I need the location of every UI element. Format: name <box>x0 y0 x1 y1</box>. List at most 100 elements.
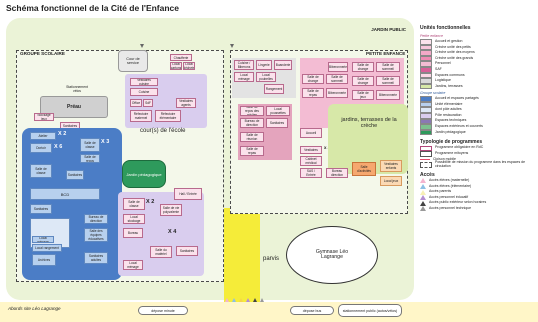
legend-acces-item: Accès personnel éducatif <box>420 195 536 201</box>
stockage-jeux: Stockage jeux <box>34 113 54 121</box>
legend-pe-item: Logistique <box>420 78 536 84</box>
jardin-public-label: JARDIN PUBLIC <box>371 27 406 32</box>
local-menage-elem: Local ménage <box>123 260 143 270</box>
vestiaires-agents: Vestiaires agents <box>176 98 196 108</box>
color-swatch <box>420 72 432 79</box>
stationnement-velos: Stationnement vélos <box>66 85 88 93</box>
atelier: Atelier <box>30 132 56 140</box>
legend-acces-item: Accès personnel technique <box>420 206 536 212</box>
legend-typo-label: Programme obligatoire en RdC <box>435 145 484 150</box>
legend-acces-label: Accès parents <box>429 189 452 194</box>
legend-pe-item: Accueil et gestion <box>420 39 536 45</box>
legend-gs-item: Jardin pédagogique <box>420 129 536 136</box>
typology-swatch <box>420 162 432 168</box>
legend-typo-item: Programme mitoyens <box>420 151 536 157</box>
legend-typo-label: Possibilité de mission du programme dans… <box>435 160 526 169</box>
legend-pe-item: Crèche unité des moyens <box>420 50 536 56</box>
salle-sommeil-1: Salle de sommeil <box>326 74 348 84</box>
atelier-mult: X 2 <box>58 131 67 137</box>
legend-pe-label: Crèche unité des moyens <box>435 50 475 55</box>
sanitaires-adultes: Sanitaires adultes <box>84 252 108 264</box>
legend-gs-label: dont pôle adultes <box>435 107 462 112</box>
legend-gs-title: Groupe scolaire <box>420 91 446 96</box>
pe-local-menage: Local ménage <box>234 72 254 82</box>
archives: Archives <box>32 254 56 266</box>
legend-pe-label: Espaces communs <box>435 72 465 77</box>
salle-sommeil-2: Salle de sommeil <box>376 62 400 72</box>
salle-sommeil-3: Salle de sommeil <box>376 76 400 86</box>
salle-change-3: Salle de change <box>352 76 374 86</box>
legend-typo-item: Possibilité de mission du programme dans… <box>420 160 536 169</box>
salle-repos: Salle de repos <box>80 154 100 163</box>
legend-typo-label: Cloison mobile <box>433 156 456 161</box>
typology-swatch <box>420 151 432 157</box>
jardin-pedagogique: Jardin pédagogique <box>122 160 166 188</box>
parvis-label: parvis <box>263 256 280 262</box>
vestiaires-enfants: Vestiaires enfants <box>380 160 402 172</box>
access-arrow-top <box>140 44 144 48</box>
salle-repas-2: Salle de repas <box>240 146 264 156</box>
legend-pe-label: Personnel <box>435 61 451 66</box>
color-swatch <box>420 39 432 45</box>
legend-gs-item: Espaces extérieurs et couverts <box>420 124 536 130</box>
legend-pe-label: Accueil et gestion <box>435 38 463 43</box>
legend-acces-title: Accès <box>420 171 435 178</box>
legend-acces-item: Accès parents <box>420 189 536 195</box>
legend-typo-item: Cloison mobile <box>420 157 536 163</box>
local-poussettes: Local poussettes <box>266 106 290 116</box>
legend-acces-label: Accès personnel éducatif <box>429 194 469 199</box>
color-swatch <box>420 61 432 67</box>
salle-jeux: Salle de jeux <box>352 90 374 100</box>
sanitaires-2: Sanitaires <box>30 204 52 214</box>
chaufferie: Chaufferie <box>170 54 192 61</box>
color-swatch <box>420 112 432 119</box>
local-rangement: Local rangement <box>32 244 62 252</box>
color-swatch <box>420 50 432 56</box>
cour-ecole: cour(s) de l'école <box>140 128 186 134</box>
sanitaires-elem: Sanitaires <box>176 246 198 256</box>
refectoire-maternel: Réfectoire maternel <box>130 110 152 122</box>
legend-pe-label: Jardins, terrasses <box>435 83 463 88</box>
bureau-elem: Bureau <box>123 228 143 238</box>
legend-acces-item: Accès élèves (élémentaire) <box>420 184 536 190</box>
legend-acces-list: Accès élèves (maternelle)Accès élèves (é… <box>420 178 536 212</box>
bureau-direction-2: Bureau direction <box>326 168 348 178</box>
legend-typo-item: Programme obligatoire en RdC <box>420 145 536 152</box>
polyvalente-mult: X 4 <box>168 229 177 235</box>
legend-pe-label: Crèche unité des grands <box>435 55 474 60</box>
legend-gs-item: Espaces techniques <box>420 118 536 125</box>
color-swatch <box>420 96 432 102</box>
color-swatch <box>420 118 432 125</box>
legend-gs-label: Jardin pédagogique <box>435 129 466 134</box>
access-triangle-icon <box>420 195 426 201</box>
typology-swatch <box>420 145 432 152</box>
parvis-zone <box>224 208 260 304</box>
petite-enfance-label: PETITE ENFANCE <box>366 51 406 56</box>
color-swatch <box>420 78 432 84</box>
legend-acces-label: Accès élèves (élémentaire) <box>429 183 472 188</box>
bcd: BCD <box>30 188 100 200</box>
depose-bus: dépose bus <box>290 306 334 315</box>
lingerie: Lingerie <box>256 60 272 70</box>
legend: Unités fonctionnelles Petite enfance Acc… <box>420 25 536 302</box>
legend-pe-title: Petite enfance <box>420 34 443 39</box>
salle-activites: Salle d'activités <box>352 162 376 176</box>
legend-typo-title: Typologie de programmes <box>420 139 483 146</box>
legend-gs-label: Espaces extérieurs et couverts <box>435 124 483 129</box>
access-triangle-icon <box>420 178 426 184</box>
legend-pe-label: SAF <box>435 66 442 71</box>
color-swatch <box>420 129 432 136</box>
legend-unites-title: Unités fonctionnelles <box>420 25 471 31</box>
legend-gs-item: Accueil et espaces partagés <box>420 96 536 102</box>
color-swatch <box>420 83 432 90</box>
salle-repos-adultes: Salle de repos des adultes <box>240 106 264 116</box>
legend-pe-item: Personnel <box>420 61 536 67</box>
color-swatch <box>420 44 432 51</box>
dortoir-mult: X 6 <box>54 144 63 150</box>
salle-reunion: Salle de réunion <box>240 132 264 142</box>
local-poubelles: Local poubelles <box>256 72 276 82</box>
cabinet-medical: Cabinet médical <box>300 156 322 166</box>
